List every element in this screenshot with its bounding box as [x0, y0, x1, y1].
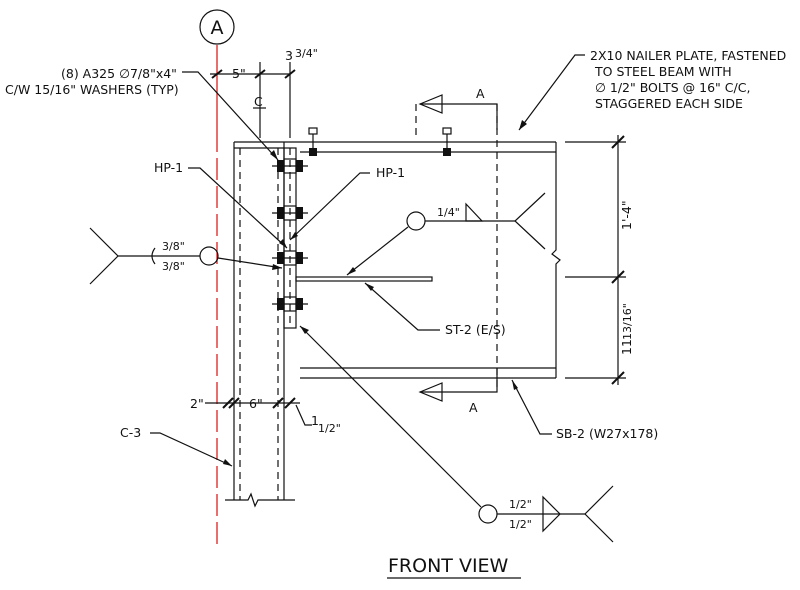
dim-3-frac: 3/4"	[295, 47, 318, 60]
sb2-label: SB-2 (W27x178)	[556, 426, 658, 441]
dim-6in: 6"	[249, 396, 263, 411]
dim-1-frac: 1/2"	[318, 422, 341, 435]
view-title: FRONT VIEW	[387, 555, 521, 579]
bolt-callout: (8) A325 ∅7/8"x4" C/W 15/16" WASHERS (TY…	[5, 66, 279, 161]
dim-5in: 5"	[232, 66, 246, 81]
bottom-dimensions: 2" 6" 1 1/2"	[190, 396, 341, 435]
dim-3: 3	[285, 48, 293, 63]
nailer-callout: 2X10 NAILER PLATE, FASTENED TO STEEL BEA…	[518, 48, 786, 131]
hp1-left-label: HP-1	[154, 160, 183, 175]
nailer-bolts	[308, 127, 452, 156]
c3-label: C-3	[120, 425, 141, 440]
bolt	[272, 205, 308, 221]
grid-bubble-a: A	[199, 9, 235, 45]
grid-bubble-label: A	[211, 17, 224, 39]
section-label-top: A	[476, 86, 485, 101]
shear-plate-hp1	[283, 147, 297, 329]
hp1-right-label: HP-1	[376, 165, 405, 180]
right-dimensions: 1'-4" 11 13/16"	[565, 135, 634, 385]
section-label-bottom: A	[469, 400, 478, 415]
c3-callout: C-3	[120, 425, 233, 467]
bolt-callout-line1: (8) A325 ∅7/8"x4"	[61, 66, 177, 81]
nailer-line3: ∅ 1/2" BOLTS @ 16" C/C,	[595, 80, 750, 95]
sb2-callout: SB-2 (W27x178)	[511, 379, 658, 441]
column-c3	[225, 141, 300, 508]
nailer-line2: TO STEEL BEAM WITH	[594, 64, 732, 79]
bolt-group	[272, 158, 308, 312]
weld-symbol-bottom: 1/2" 1/2"	[299, 325, 614, 543]
weld-bottom-bottom: 1/2"	[509, 518, 532, 531]
nailer-line4: STAGGERED EACH SIDE	[595, 96, 743, 111]
stiffener-st2	[295, 276, 433, 282]
hp1-right-callout: HP-1	[289, 165, 405, 241]
bolt-callout-line2: C/W 15/16" WASHERS (TYP)	[5, 82, 179, 97]
dim-2in: 2"	[190, 396, 204, 411]
top-dimensions: 5" 3 3/4" C	[210, 47, 318, 138]
weld-symbol-left: 3/8" 3/8"	[89, 227, 283, 285]
weld-left-top: 3/8"	[162, 240, 185, 253]
hp1-left-callout: HP-1	[154, 160, 288, 249]
section-cut-a-a: A A	[415, 86, 498, 415]
weld-symbol-top: 1/4"	[346, 192, 546, 276]
dim-1: 1	[311, 413, 319, 428]
dim-11: 11	[619, 339, 634, 355]
st2-label: ST-2 (E/S)	[445, 322, 506, 337]
dim-11-frac: 13/16"	[621, 303, 634, 340]
weld-bottom-top: 1/2"	[509, 498, 532, 511]
nailer-line1: 2X10 NAILER PLATE, FASTENED	[590, 48, 786, 63]
weld-left-bottom: 3/8"	[162, 260, 185, 273]
steel-beam-sb2	[300, 141, 561, 379]
centerline-symbol: C	[254, 94, 263, 109]
view-title-text: FRONT VIEW	[388, 555, 509, 577]
weld-top-label: 1/4"	[437, 206, 460, 219]
bolt	[272, 250, 308, 266]
st2-callout: ST-2 (E/S)	[364, 282, 506, 337]
bolt	[272, 158, 308, 174]
dim-1ft-4in: 1'-4"	[619, 200, 634, 230]
bolt	[272, 296, 308, 312]
